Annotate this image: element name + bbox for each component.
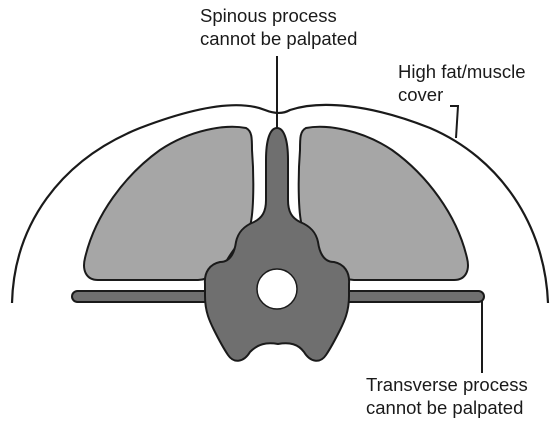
left-muscle [84, 127, 253, 280]
spinous-label-line-1: Spinous process [200, 4, 400, 27]
transverse-process-label: Transverse process cannot be palpated [366, 373, 528, 419]
fat-leader-line [450, 106, 458, 138]
fat-label-line-1: High fat/muscle [398, 60, 526, 83]
spinous-process-label: Spinous process cannot be palpated [200, 4, 400, 50]
spinal-canal [257, 269, 297, 309]
fat-label-line-2: cover [398, 83, 526, 106]
spinous-label-line-2: cannot be palpated [200, 27, 400, 50]
transverse-label-line-1: Transverse process [366, 373, 528, 396]
fat-muscle-cover-label: High fat/muscle cover [398, 60, 526, 106]
transverse-label-line-2: cannot be palpated [366, 396, 528, 419]
